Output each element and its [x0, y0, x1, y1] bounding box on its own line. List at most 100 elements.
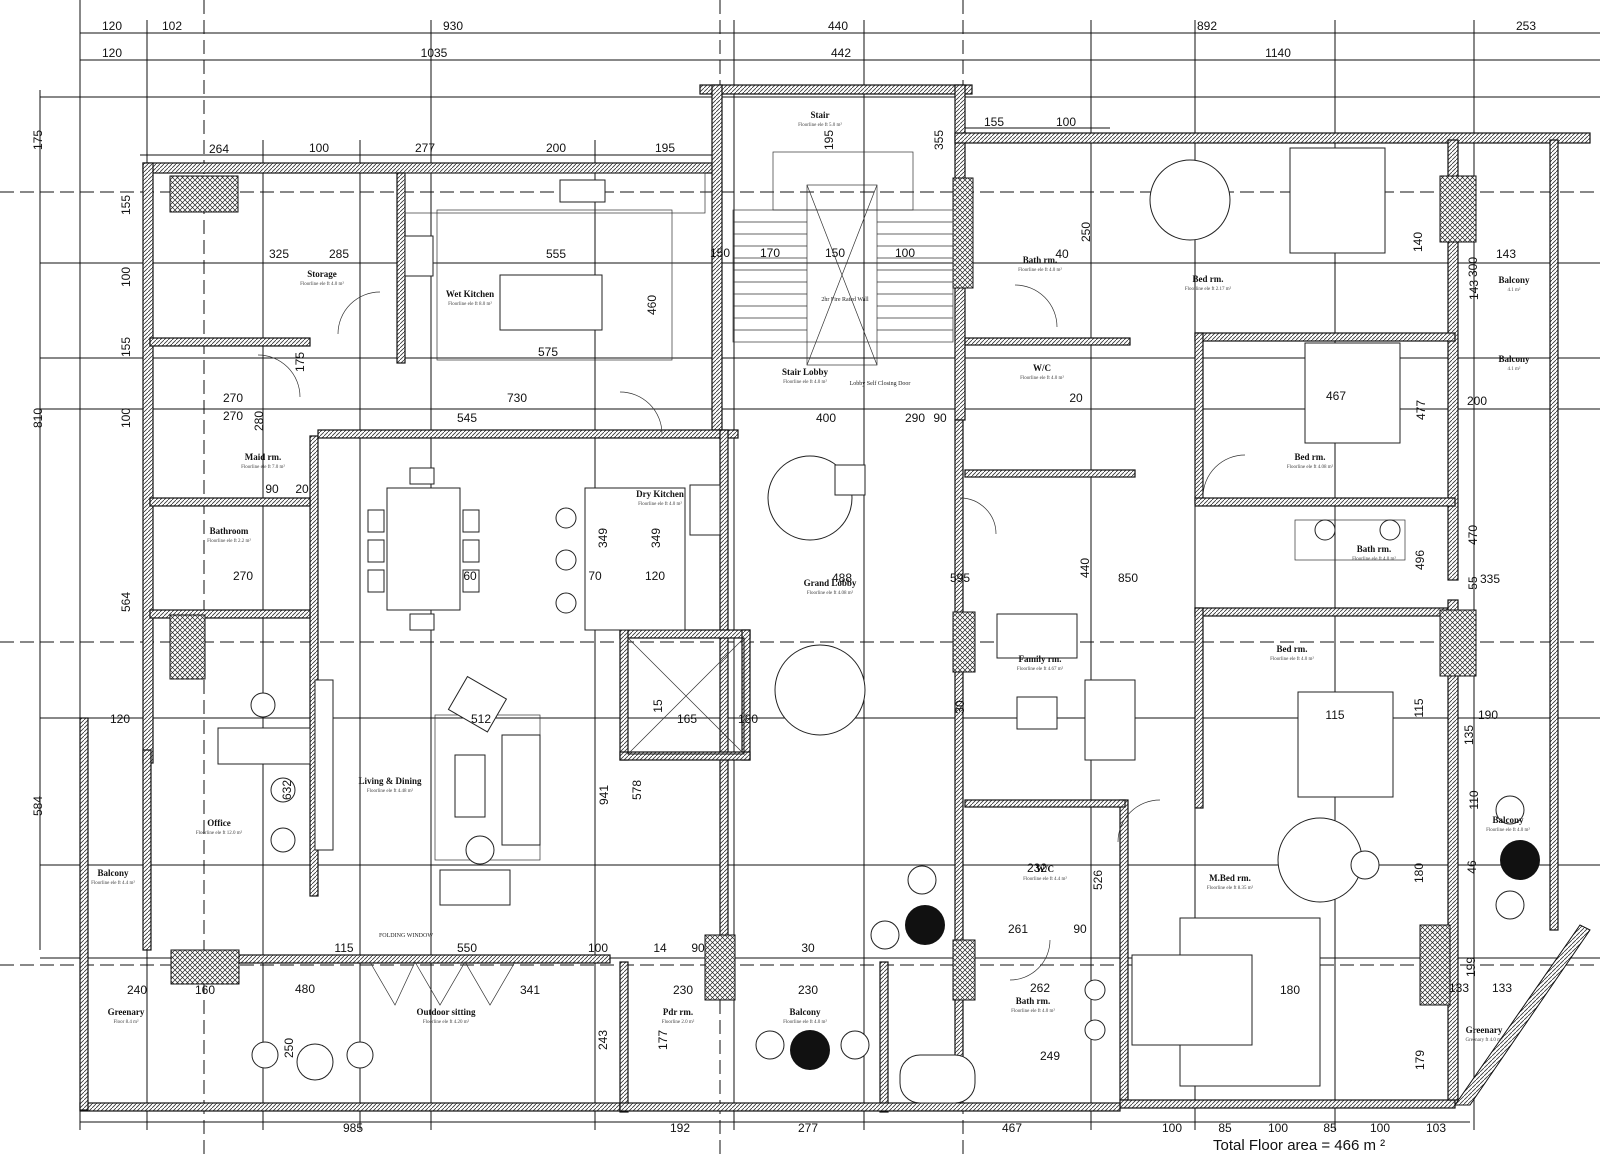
dimension-label: 355	[932, 130, 946, 150]
dimension-label: 120	[102, 19, 122, 33]
room-name: Bathroom	[210, 526, 249, 536]
dimension-label: 14	[653, 941, 667, 955]
dimension-label: 277	[415, 141, 435, 155]
dimension-label: 115	[1412, 698, 1426, 717]
room-area: Floorline ele ft 4.0 m²	[638, 501, 682, 507]
room-name: M.Bed rm.	[1209, 873, 1251, 883]
room-area: Floorline ele ft 4.0 m²	[1020, 375, 1064, 381]
dimension-label: 550	[457, 941, 477, 955]
dimension-label: 190	[1478, 708, 1498, 722]
dimension-label: 470	[1466, 525, 1480, 545]
room-name: Bath rm.	[1016, 996, 1051, 1006]
dimension-label: 170	[760, 246, 780, 260]
planter-icon	[905, 905, 945, 945]
room-name: Stair Lobby	[782, 367, 829, 377]
dimension-label: 133	[1449, 981, 1469, 995]
dimension-label: 285	[329, 247, 349, 261]
stair-flight	[732, 151, 954, 366]
dimension-label: 195	[822, 130, 836, 150]
dimension-label: 595	[950, 571, 970, 585]
room-area: Floorline ele ft 8.35 m²	[1207, 885, 1254, 891]
dimension-label: 100	[1056, 115, 1076, 129]
dimension-label: 120	[110, 712, 130, 726]
dimension-label: 545	[457, 411, 477, 425]
dimension-label: 477	[1414, 400, 1428, 420]
dimension-label: 200	[546, 141, 566, 155]
room-name: Balcony	[1498, 354, 1530, 364]
room-area: 4.1 m²	[1508, 287, 1521, 293]
dimension-label: 349	[596, 528, 610, 548]
room-area: Floorline ele ft 4.0 m²	[1011, 1008, 1055, 1014]
dimension-label: 440	[828, 19, 848, 33]
dimension-label: 253	[1516, 19, 1536, 33]
dimension-label: 15	[651, 699, 665, 713]
dimension-label: 155	[984, 115, 1004, 129]
dimension-label: 578	[630, 780, 644, 800]
dimension-label: 103	[1426, 1121, 1446, 1135]
room-name: Bath rm.	[1023, 255, 1058, 265]
room-area: Floorline ele ft 4.4 m²	[1023, 876, 1067, 882]
dimension-label: 480	[295, 982, 315, 996]
room-area: Floorline ele ft 7.0 m²	[241, 464, 285, 470]
dimension-label: 200	[1467, 394, 1487, 408]
dimension-chains	[39, 0, 1600, 1130]
dimension-label: 179	[1413, 1050, 1427, 1070]
room-name: W/C	[1033, 363, 1051, 373]
room-area: Floorline ele ft 2.17 m²	[1185, 286, 1232, 292]
room-area: Floorline ele ft 4.0 m²	[783, 379, 827, 385]
dimension-label: 85	[1218, 1121, 1232, 1135]
dimension-label: 180	[1412, 863, 1426, 883]
room-name: Greenary	[1466, 1025, 1503, 1035]
dimension-label: 467	[1326, 389, 1346, 403]
dimension-label: 20	[1069, 391, 1083, 405]
dimension-label: 230	[798, 983, 818, 997]
dimension-label: 262	[1030, 981, 1050, 995]
dimension-label: 270	[223, 409, 243, 423]
dimension-label: 30	[953, 700, 967, 714]
dimension-label: 290	[905, 411, 925, 425]
room-name: Grand Lobby	[804, 578, 857, 588]
room-area: Floorline ele ft 5.0 m²	[798, 122, 842, 128]
folding-window-note: FOLDING WINDOW	[379, 933, 433, 939]
dimension-label: 941	[597, 785, 611, 805]
room-name: Stair	[811, 110, 830, 120]
dimension-label: 270	[223, 391, 243, 405]
room-area: Floorline ele ft 4.67 m²	[1017, 666, 1064, 672]
room-area: Floorline ele ft 4.08 m²	[1287, 464, 1334, 470]
dimension-label: 930	[443, 19, 463, 33]
fire-rated-wall-note: 2hr Fire Rated Wall	[821, 297, 869, 303]
room-area: Floorline ele ft 4.0 m²	[783, 1019, 827, 1025]
dimension-label: 60	[463, 569, 477, 583]
dimension-label: 160	[195, 983, 215, 997]
room-name: Family rm.	[1019, 654, 1062, 664]
dimension-label: 488	[832, 571, 852, 585]
room-area: Floorline ele ft 2.2 m²	[207, 538, 251, 544]
dimension-label: 240	[127, 983, 147, 997]
dimension-label: 850	[1118, 571, 1138, 585]
dimension-label: 100	[895, 246, 915, 260]
dimension-label: 496	[1413, 550, 1427, 570]
dimension-label: 100	[1268, 1121, 1288, 1135]
dimension-label: 155	[119, 337, 133, 357]
dimension-label: 100	[1162, 1121, 1182, 1135]
dimension-label: 243	[596, 1030, 610, 1050]
room-area: Floorline ele ft 4.0 m²	[1018, 267, 1062, 273]
dimension-label: 90	[265, 482, 279, 496]
dimension-label: 349	[649, 528, 663, 548]
room-area: Floorline ele ft 4.0 m²	[1486, 827, 1530, 833]
dimension-label: 100	[119, 408, 133, 428]
dimension-label: 90	[691, 941, 705, 955]
room-area: Greenary ft 4.0 m²	[1465, 1037, 1503, 1043]
dimension-label: 155	[119, 195, 133, 215]
dimension-label: 20	[295, 482, 309, 496]
dimension-label: 55	[1466, 576, 1480, 590]
room-name: Maid rm.	[245, 452, 282, 462]
dimension-label: 892	[1197, 19, 1217, 33]
room-area: Floorline ele ft 4.20 m²	[423, 1019, 470, 1025]
dimension-label: 230	[673, 983, 693, 997]
room-name: Bed rm.	[1277, 644, 1308, 654]
room-name: Balcony	[789, 1007, 821, 1017]
room-area: 4.1 m²	[1508, 366, 1521, 372]
room-area: Floorline ele ft 4.0 m²	[300, 281, 344, 287]
